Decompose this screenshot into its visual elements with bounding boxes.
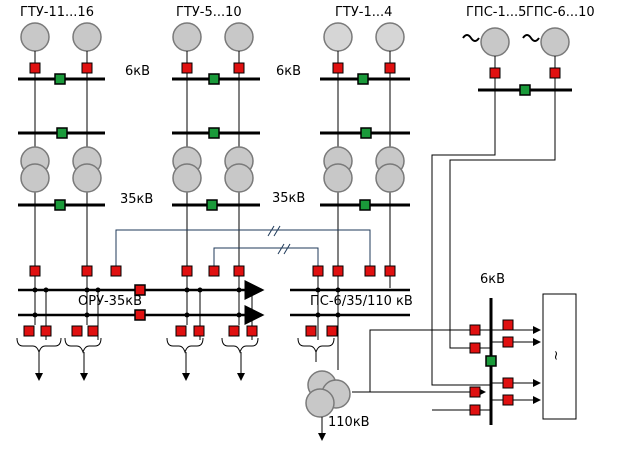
- ac-source-icon: [462, 34, 480, 42]
- label-6kv-left: 6кВ: [125, 64, 150, 79]
- load-consumer-box: [542, 293, 577, 420]
- generator-icon: [540, 27, 570, 57]
- generator-icon: [480, 27, 510, 57]
- generator-icon: [72, 22, 102, 52]
- label-110kv: 110кВ: [328, 415, 370, 430]
- label-35kv-left: 35кВ: [120, 192, 153, 207]
- right-6kv-feeds: [352, 90, 556, 411]
- load-box-mark: ~: [548, 350, 563, 361]
- generator-icon: [224, 22, 254, 52]
- transformer-110kv: [305, 370, 351, 418]
- generator-icon: [323, 22, 353, 52]
- label-6kv-mid: 6кВ: [276, 64, 301, 79]
- outgoing-feeders: [16, 270, 339, 381]
- label-oru-35kv: ОРУ-35кВ: [78, 294, 142, 309]
- interconnect-lines: [115, 225, 371, 270]
- breakers-open: [54, 73, 531, 367]
- label-6kv-right: 6кВ: [480, 272, 505, 287]
- label-gtu-11-16: ГТУ-11...16: [20, 5, 94, 20]
- label-35kv-mid: 35кВ: [272, 191, 305, 206]
- label-gtu-5-10: ГТУ-5...10: [176, 5, 242, 20]
- label-ps-6-35-110: ПС-6/35/110 кВ: [310, 294, 413, 309]
- breakers-closed: [23, 62, 561, 416]
- generator-icon: [375, 22, 405, 52]
- generator-icon: [20, 22, 50, 52]
- bus-6kv-top: [18, 77, 572, 207]
- label-gtu-1-4: ГТУ-1...4: [335, 5, 392, 20]
- generator-icon: [172, 22, 202, 52]
- feeder-lines: [34, 51, 556, 325]
- ac-source-icon: [522, 34, 540, 42]
- label-gps-1-5: ГПС-1...5: [466, 5, 526, 20]
- transformer-group: [20, 146, 405, 193]
- generator-group-gtu: [20, 22, 570, 57]
- label-gps-6-10: ГПС-6...10: [526, 5, 595, 20]
